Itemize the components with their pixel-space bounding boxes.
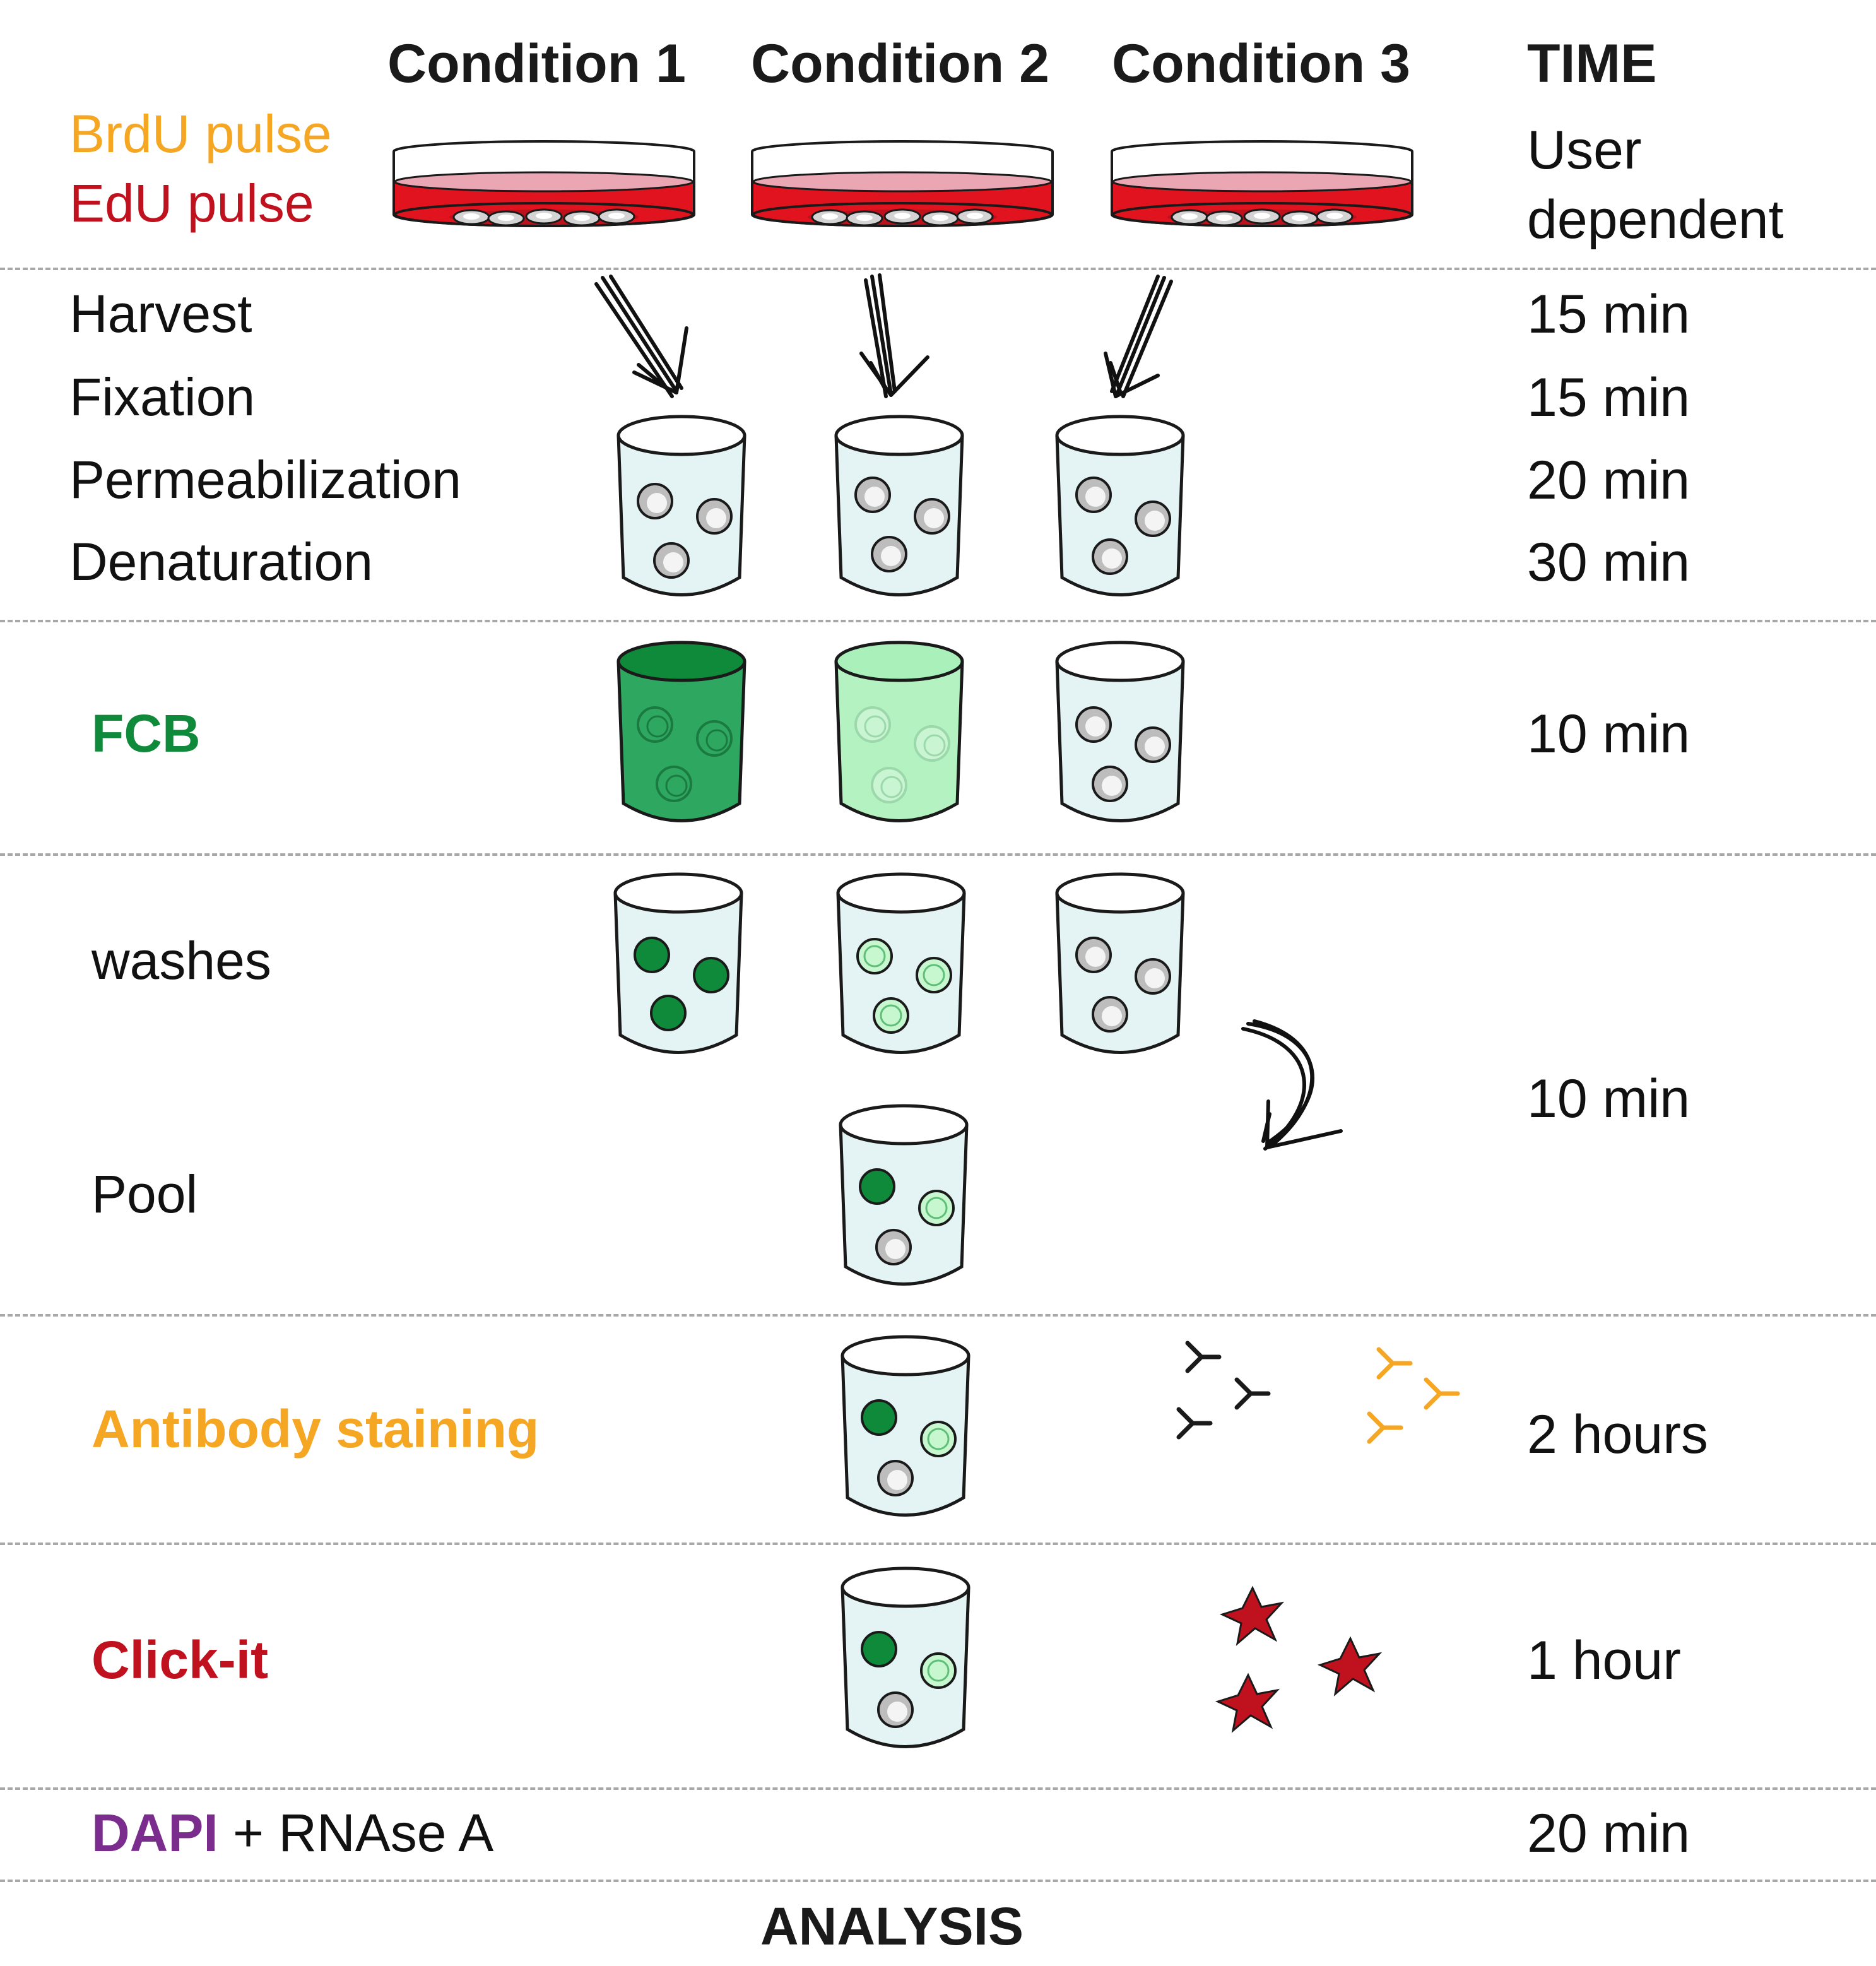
- fluorophore-star-icon: [1221, 1587, 1283, 1645]
- tube-fcb-dark: [616, 641, 746, 822]
- step-harvest: Harvest: [69, 284, 252, 343]
- condition-3-header: Condition 3: [1112, 33, 1410, 94]
- dapi-label: DAPI: [91, 1803, 218, 1862]
- tube-click-it: [842, 1568, 969, 1747]
- time-fcb: 10 min: [1527, 704, 1690, 764]
- time-permeabilization: 20 min: [1527, 450, 1690, 511]
- time-fixation: 15 min: [1527, 367, 1690, 428]
- arrow-down-icon: [594, 275, 688, 398]
- separator: [0, 1880, 1876, 1882]
- arrow-down-icon: [859, 273, 929, 398]
- time-antibody: 2 hours: [1527, 1404, 1708, 1465]
- step-antibody-staining: Antibody staining: [91, 1399, 540, 1459]
- separator: [0, 1787, 1876, 1790]
- tube-antibody-staining: [842, 1337, 969, 1515]
- fluorophore-star-icon: [1217, 1674, 1278, 1732]
- tube-washed-1: [615, 874, 741, 1053]
- culture-dish-2: [751, 140, 1054, 227]
- edu-pulse-label: EdU pulse: [69, 174, 314, 233]
- tube-fcb-light: [834, 641, 964, 822]
- tube-condition-1: [618, 417, 745, 595]
- antibody-black-icons: [1179, 1343, 1268, 1437]
- step-fixation: Fixation: [69, 367, 256, 427]
- time-click-it: 1 hour: [1527, 1630, 1681, 1691]
- step-fcb: FCB: [91, 704, 201, 763]
- tube-condition-2: [836, 417, 962, 595]
- time-user: User: [1527, 120, 1642, 181]
- tube-pool: [841, 1106, 967, 1284]
- tube-washed-2: [838, 874, 964, 1053]
- curved-arrow-icon: [1241, 1019, 1343, 1151]
- rnase-label: + RNAse A: [218, 1803, 494, 1862]
- analysis-label: ANALYSIS: [760, 1897, 1024, 1956]
- separator: [0, 1314, 1876, 1317]
- step-washes: washes: [91, 931, 271, 990]
- antibody-orange-icons: [1369, 1349, 1458, 1442]
- culture-dish-1: [392, 140, 695, 227]
- time-harvest: 15 min: [1527, 284, 1690, 345]
- time-header: TIME: [1527, 33, 1657, 94]
- time-dependent: dependent: [1527, 189, 1784, 250]
- time-denaturation: 30 min: [1527, 532, 1690, 593]
- culture-dish-3: [1111, 140, 1413, 227]
- condition-2-header: Condition 2: [751, 33, 1049, 94]
- arrow-down-icon: [1104, 275, 1173, 398]
- fluorophore-star-icon: [1319, 1637, 1381, 1695]
- separator: [0, 268, 1876, 270]
- step-click-it: Click-it: [91, 1630, 269, 1690]
- separator: [0, 1543, 1876, 1545]
- tube-fcb-none: [1057, 643, 1183, 821]
- tube-condition-3: [1057, 417, 1183, 595]
- step-dapi-rnase: DAPI + RNAse A: [91, 1806, 493, 1859]
- separator: [0, 620, 1876, 622]
- time-washes-pool: 10 min: [1527, 1069, 1690, 1129]
- step-pool: Pool: [91, 1164, 198, 1224]
- tube-washed-3: [1057, 874, 1183, 1053]
- step-denaturation: Denaturation: [69, 532, 373, 591]
- condition-1-header: Condition 1: [387, 33, 686, 94]
- brdu-pulse-label: BrdU pulse: [69, 104, 332, 163]
- step-permeabilization: Permeabilization: [69, 450, 461, 509]
- time-dapi: 20 min: [1527, 1803, 1690, 1864]
- separator: [0, 853, 1876, 856]
